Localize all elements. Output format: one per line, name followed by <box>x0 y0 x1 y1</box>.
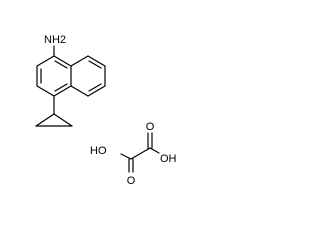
hydroxyl-left-label: HO <box>90 145 107 157</box>
double-bond-c8a-c1 <box>54 60 68 69</box>
bond-c1-c2 <box>36 55 55 67</box>
bond-c3-c4 <box>36 85 55 97</box>
cyclopropyl-group <box>35 95 73 127</box>
double-bond-c6-c5 <box>88 83 102 92</box>
carbonyl-bottom-label-text: O <box>127 175 136 187</box>
amine-label-text: NH2 <box>44 34 66 46</box>
hydroxyl-left-label-text: HO <box>90 145 107 157</box>
bond-c8a-c1 <box>53 55 72 67</box>
hydroxyl-right-label: OH <box>160 153 177 165</box>
bond-c1-oh <box>120 153 132 160</box>
cyclopropyl-bond-left <box>35 113 55 127</box>
bond-c4-c4a <box>53 85 72 97</box>
amine-label: NH2 <box>44 34 66 46</box>
chemical-structure-canvas: NH2 <box>35 34 177 187</box>
carbonyl-top-label-text: O <box>146 121 155 133</box>
carbonyl-bottom-label: O <box>127 175 136 187</box>
aminonaphthalene-molecule: NH2 <box>35 34 106 127</box>
hydroxyl-right-label-text: OH <box>160 153 177 165</box>
bond-c6-c5 <box>87 85 106 97</box>
bond-c2-oh <box>149 147 160 154</box>
double-bond-c4-c4a <box>54 83 68 92</box>
bond-c8-c7 <box>87 55 106 67</box>
bond-c5-c4a <box>70 85 89 97</box>
carbonyl-top-label: O <box>146 121 155 133</box>
bond-c8a-c8 <box>70 55 89 67</box>
amine-group: NH2 <box>44 34 66 57</box>
oxalic-acid-molecule: O OH HO O <box>90 121 177 187</box>
double-bond-c8-c7 <box>88 60 102 69</box>
naphthalene-right-ring <box>70 55 106 97</box>
naphthalene-left-ring <box>36 55 72 97</box>
cyclopropyl-bond-right <box>53 113 73 127</box>
bond-c1-c2 <box>130 147 151 160</box>
